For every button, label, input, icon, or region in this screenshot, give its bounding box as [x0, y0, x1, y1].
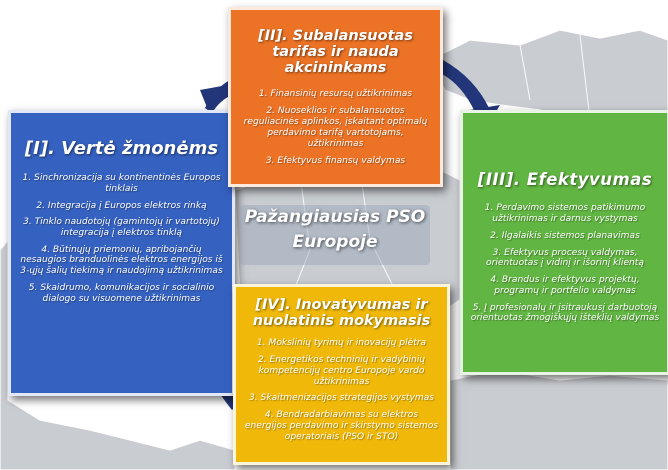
- center-label-line-2: Europoje: [292, 231, 378, 252]
- box-4-item: 4. Bendradarbiavimas su elektros energij…: [244, 410, 439, 442]
- box-3-title: [III]. Efektyvumas: [477, 170, 653, 189]
- box-4-title: [IV]. Inovatyvumas ir nuolatinis mokymas…: [252, 297, 431, 330]
- box-innovation: [IV]. Inovatyvumas ir nuolatinis mokymas…: [233, 284, 450, 465]
- box-balanced-tariff: [II]. Subalansuotas tarifas ir nauda akc…: [228, 7, 443, 187]
- box-3-item: 2. Ilgalaikis sistemos planavimas: [490, 230, 640, 241]
- center-label-line-1: Pažangiausias PSO: [244, 207, 426, 227]
- center-label: Pažangiausias PSO Europoje: [240, 205, 430, 265]
- box-value-to-people: [I]. Vertė žmonėms 1. Sinchronizacija su…: [8, 110, 235, 396]
- box-1-title: [I]. Vertė žmonėms: [24, 138, 219, 159]
- box-3-item: 4. Brandus ir efektyvus projektų, progra…: [490, 275, 640, 296]
- box-1-item: 4. Būtinųjų priemonių, apribojančių nesa…: [20, 244, 223, 277]
- box-1-item: 1. Sinchronizacija su kontinentinės Euro…: [22, 173, 221, 194]
- box-2-item: 2. Nuoseklios ir subalansuotos reguliaci…: [243, 106, 428, 149]
- box-4-item: 2. Energetikos techninių ir vadybinių ko…: [257, 355, 426, 387]
- box-2-item: 1. Finansinių resursų užtikrinimas: [258, 88, 413, 99]
- box-1-item: 3. Tinklo naudotojų (gamintojų ir vartot…: [23, 217, 220, 239]
- box-efficiency: [III]. Efektyvumas 1. Perdavimo sistemos…: [460, 110, 668, 375]
- box-2-item: 3. Efektyvus finansų valdymas: [265, 156, 406, 167]
- box-3-item: 3. Efektyvus procesų valdymas, orientuot…: [486, 247, 644, 269]
- box-4-item: 3. Skaitmenizacijos strategijos vystymas: [248, 393, 434, 404]
- box-3-item: 1. Perdavimo sistemos patikimumo užtikri…: [484, 203, 646, 225]
- box-3-item: 5. Į profesionalų ir įsitraukusį darbuot…: [470, 302, 660, 324]
- box-4-item: 1. Mokslinių tyrimų ir inovacijų plėtra: [256, 338, 427, 349]
- box-1-item: 5. Skaidrumo, komunikacijos ir socialini…: [28, 282, 215, 304]
- box-1-item: 2. Integracija į Europos elektros rinką: [36, 200, 207, 211]
- box-2-title: [II]. Subalansuotas tarifas ir nauda akc…: [258, 28, 413, 77]
